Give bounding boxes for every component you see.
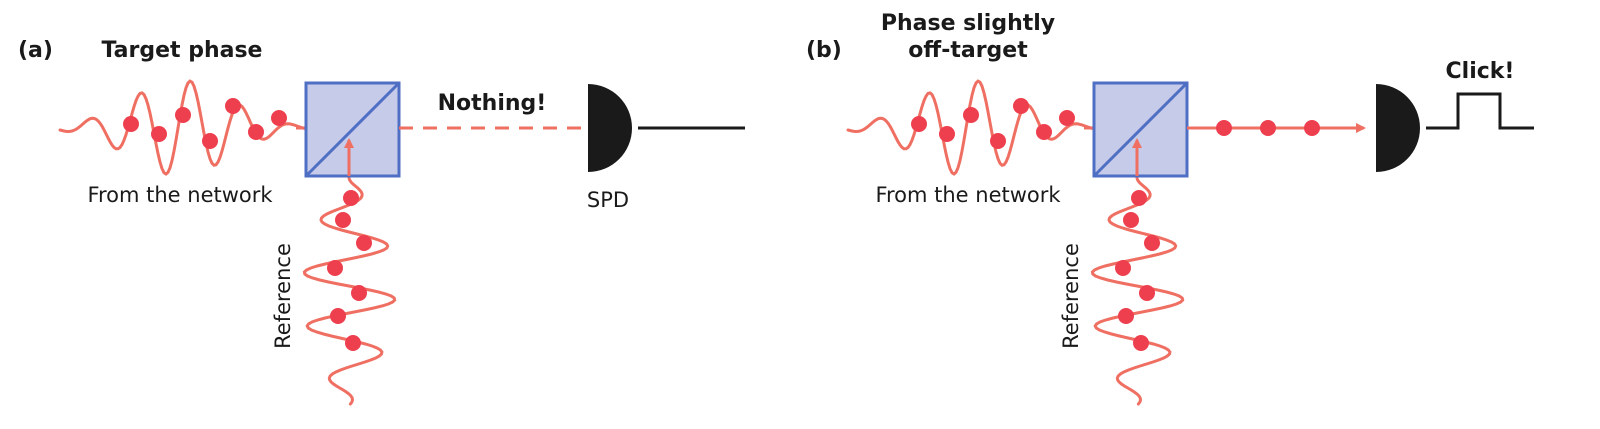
photon [1115,260,1131,276]
network-wave [846,79,1094,176]
photon [356,235,372,251]
reference-wave [1090,176,1185,406]
reference-label: Reference [271,243,295,349]
photon [1036,124,1052,140]
photon [1139,285,1155,301]
photon [271,110,287,126]
photon [1123,212,1139,228]
output-photon [1304,120,1320,136]
network-label: From the network [87,183,273,207]
photon [1133,335,1149,351]
network-wave [58,79,306,176]
photon [345,335,361,351]
photon [1118,308,1134,324]
photon [939,126,955,142]
reference-photons [1115,190,1160,351]
beam-splitter [1092,81,1189,178]
output-photons [1216,120,1320,136]
beam-splitter [304,81,401,178]
panel-a: (a) Target phase Nothing! SPD From the n… [18,38,745,406]
click-label: Click! [1446,59,1515,84]
panel-b-title-line-1: Phase slightly [881,11,1055,36]
output-photon [1260,120,1276,136]
reference-wave [302,176,397,406]
nothing-label: Nothing! [438,91,547,116]
panel-b: (b) Phase slightly off-target Click! Fro… [806,11,1534,406]
detector-b [1376,84,1534,172]
reference-photons [327,190,372,351]
panel-b-letter: (b) [806,38,842,63]
photon [1059,110,1075,126]
photon [225,98,241,114]
photon [202,133,218,149]
panel-a-title: Target phase [102,38,263,63]
photon [911,116,927,132]
photon [1144,235,1160,251]
photon [123,116,139,132]
photon [343,190,359,206]
photon [330,308,346,324]
output-photon [1216,120,1232,136]
detector-a [588,84,745,172]
photon [990,133,1006,149]
spd-label: SPD [587,188,629,212]
photon [327,260,343,276]
photon [1013,98,1029,114]
panel-b-title-line-2: off-target [908,38,1028,63]
photon [335,212,351,228]
photon [963,107,979,123]
photon [351,285,367,301]
network-label: From the network [875,183,1061,207]
photon [175,107,191,123]
reference-label: Reference [1059,243,1083,349]
network-photons [911,98,1075,149]
photon [248,124,264,140]
network-photons [123,98,287,149]
panel-a-letter: (a) [18,38,53,63]
photon [151,126,167,142]
photon [1131,190,1147,206]
